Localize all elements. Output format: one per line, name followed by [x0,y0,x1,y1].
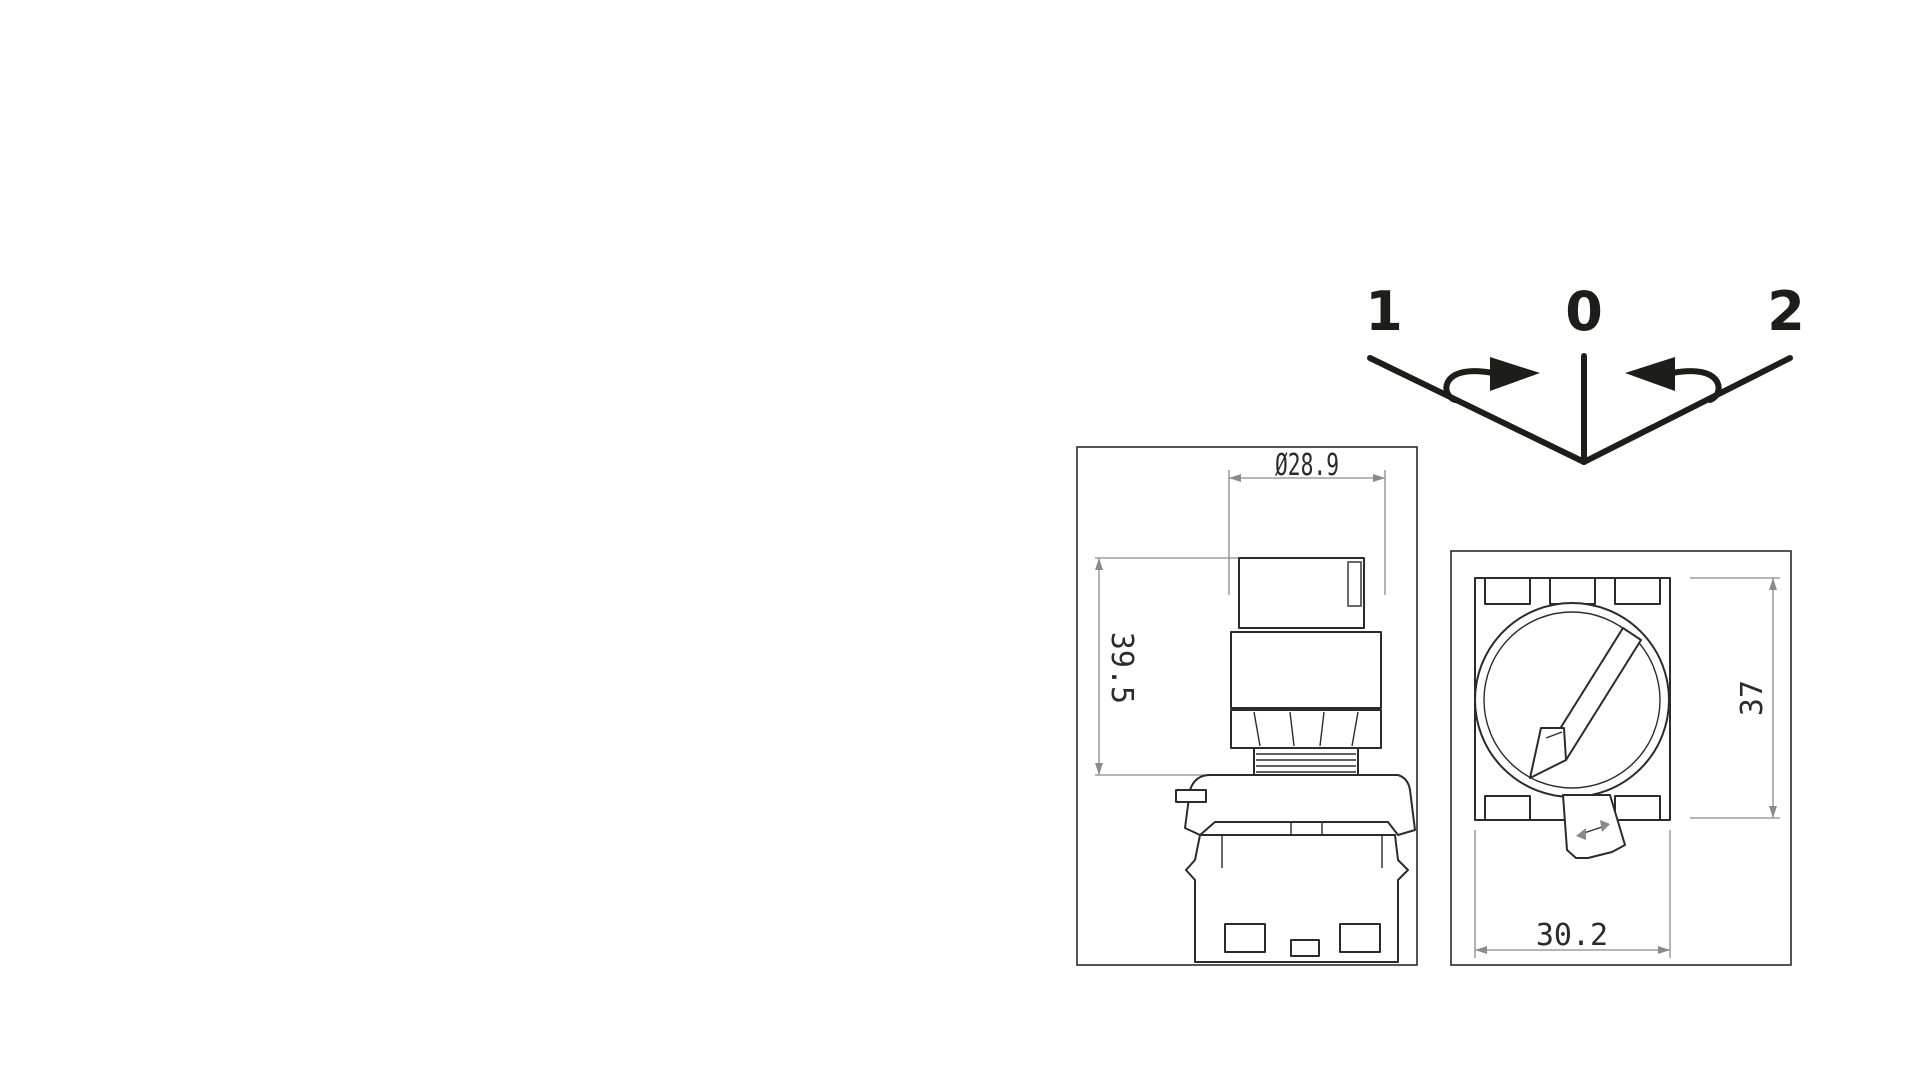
right-return-arrow-icon [1625,357,1675,391]
position-label-2: 2 [1767,280,1805,343]
height-dimension-label-side: 39.5 [1104,632,1139,704]
position-label-0: 0 [1565,280,1603,343]
right-return-arc [1669,368,1722,403]
position-label-1: 1 [1365,280,1403,343]
diameter-dimension-label: Ø28.9 [1275,448,1339,483]
position-v-lines [1367,355,1793,465]
left-return-arrow-icon [1490,357,1540,391]
left-return-arc [1443,368,1496,403]
position-diagram: 1 0 2 [1365,280,1805,465]
width-dimension-label: 30.2 [1536,918,1608,953]
front-view: 37 30.2 [1450,550,1792,966]
side-view: Ø28.9 39.5 [1076,446,1418,966]
height-dimension-label-front: 37 [1735,680,1770,716]
